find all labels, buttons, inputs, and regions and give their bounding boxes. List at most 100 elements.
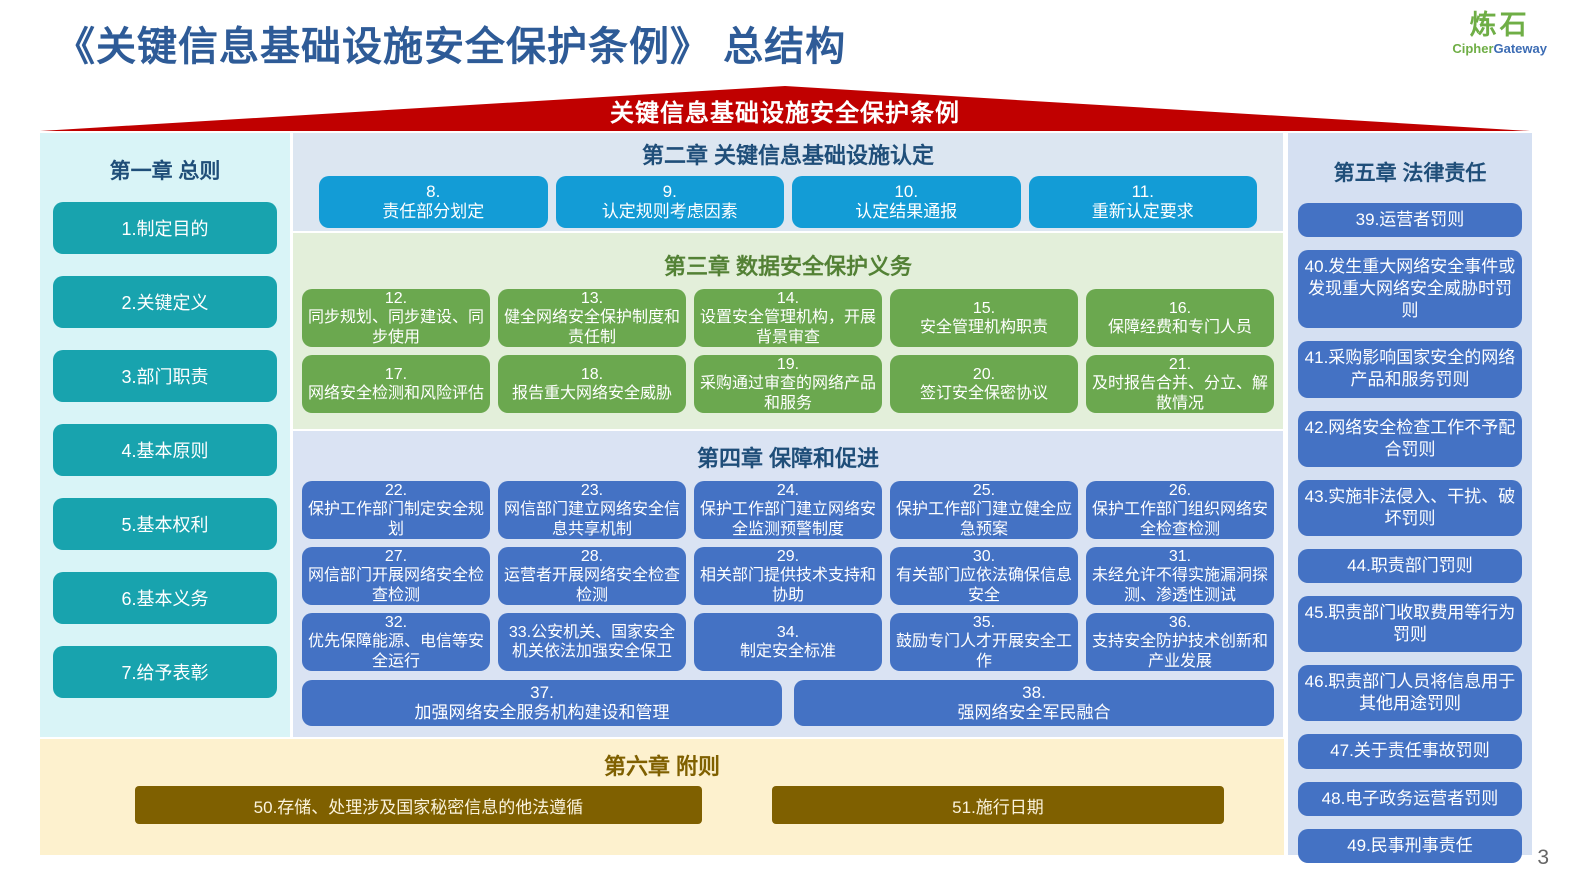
article-number: 24. xyxy=(776,482,800,500)
article-number: 21. xyxy=(1168,356,1192,374)
article-42-box: 42.网络安全检查工作不予配合罚则 xyxy=(1298,410,1522,467)
article-text: 33.公安机关、国家安全机关依法加强安全保卫 xyxy=(508,623,676,660)
article-number: 17. xyxy=(384,365,408,383)
article-number: 19. xyxy=(776,356,800,374)
article-text: 网信部门建立网络安全信息共享机制 xyxy=(503,501,680,538)
article-text: 有关部门应依法确保信息安全 xyxy=(895,567,1072,604)
article-1-box: 1.制定目的 xyxy=(53,202,277,254)
article-47-box: 47.关于责任事故罚则 xyxy=(1298,734,1522,769)
article-16-box: 16.保障经费和专门人员 xyxy=(1086,289,1274,347)
article-text: 健全网络安全保护制度和责任制 xyxy=(503,309,680,346)
article-number: 35. xyxy=(972,614,996,632)
chapter1-title: 第一章 总则 xyxy=(109,160,221,183)
article-44-box: 44.职责部门罚则 xyxy=(1298,548,1522,584)
article-number: 37. xyxy=(530,682,554,702)
article-18-box: 18.报告重大网络安全威胁 xyxy=(498,355,686,413)
article-41-box: 41.采购影响国家安全的网络产品和服务罚则 xyxy=(1298,341,1522,398)
article-26-box: 26.保护工作部门组织网络安全检查检测 xyxy=(1086,481,1274,539)
article-14-box: 14.设置安全管理机构，开展背景审查 xyxy=(694,289,882,347)
article-text: 设置安全管理机构，开展背景审查 xyxy=(699,309,876,346)
article-number: 26. xyxy=(1168,482,1192,500)
article-51-box: 51.施行日期 xyxy=(772,786,1224,824)
chapter3-section: 第三章 数据安全保护义务 12.同步规划、同步建设、同步使用 13.健全网络安全… xyxy=(293,233,1283,429)
article-11-box: 11.重新认定要求 xyxy=(1028,176,1257,228)
regulation-roof-banner: 关键信息基础设施安全保护条例 xyxy=(40,86,1530,131)
chapter2-row: 8.责任部分划定 9.认定规则考虑因素 10.认定结果通报 11.重新认定要求 xyxy=(293,176,1283,228)
article-text: 未经允许不得实施漏洞探测、渗透性测试 xyxy=(1091,567,1268,604)
article-text: 安全管理机构职责 xyxy=(919,319,1048,336)
chapter4-row-2: 27.网信部门开展网络安全检查检测 28.运营者开展网络安全检查检测 29.相关… xyxy=(293,547,1283,605)
article-text: 保护工作部门组织网络安全检查检测 xyxy=(1091,501,1268,538)
article-number: 15. xyxy=(972,299,996,317)
page-title: 《关键信息基础设施安全保护条例》 总结构 xyxy=(55,25,847,69)
article-number: 14. xyxy=(776,290,800,308)
logo-cipher-text: Cipher xyxy=(1452,41,1494,56)
article-49-box: 49.民事刑事责任 xyxy=(1298,828,1522,863)
article-10-box: 10.认定结果通报 xyxy=(792,176,1021,228)
chapter3-title: 第三章 数据安全保护义务 xyxy=(663,254,913,279)
article-number: 11. xyxy=(1131,181,1154,201)
article-text: 优先保障能源、电信等安全运行 xyxy=(307,633,484,670)
article-number: 22. xyxy=(384,482,408,500)
article-20-box: 20.签订安全保密协议 xyxy=(890,355,1078,413)
article-43-box: 43.实施非法侵入、干扰、破坏罚则 xyxy=(1298,479,1522,536)
article-40-box: 40.发生重大网络安全事件或发现重大网络安全威胁时罚则 xyxy=(1298,250,1522,329)
chapter3-row-1: 12.同步规划、同步建设、同步使用 13.健全网络安全保护制度和责任制 14.设… xyxy=(293,289,1283,347)
article-text: 相关部门提供技术支持和协助 xyxy=(699,567,876,604)
article-number: 38. xyxy=(1022,682,1046,702)
article-25-box: 25.保护工作部门建立健全应急预案 xyxy=(890,481,1078,539)
article-number: 31. xyxy=(1168,548,1192,566)
article-46-box: 46.职责部门人员将信息用于其他用途罚则 xyxy=(1298,665,1522,722)
banner-title: 关键信息基础设施安全保护条例 xyxy=(610,100,960,127)
article-text: 保护工作部门建立健全应急预案 xyxy=(895,501,1072,538)
chapter4-row-4: 37.加强网络安全服务机构建设和管理 38.强网络安全军民融合 xyxy=(293,680,1283,726)
cipher-gateway-logo: 炼石 CipherGateway xyxy=(1452,12,1547,56)
article-number: 29. xyxy=(776,548,800,566)
article-17-box: 17. 网络安全检测和风险评估 xyxy=(302,355,490,413)
article-36-box: 36.支持安全防护技术创新和产业发展 xyxy=(1086,613,1274,671)
article-text: 认定规则考虑因素 xyxy=(601,202,738,221)
chapter4-row-3: 32.优先保障能源、电信等安全运行 33.公安机关、国家安全机关依法加强安全保卫… xyxy=(293,613,1283,671)
article-30-box: 30.有关部门应依法确保信息安全 xyxy=(890,547,1078,605)
article-45-box: 45.职责部门收取费用等行为罚则 xyxy=(1298,596,1522,653)
article-24-box: 24.保护工作部门建立网络安全监测预警制度 xyxy=(694,481,882,539)
article-2-box: 2.关键定义 xyxy=(53,276,277,328)
article-50-box: 50.存储、处理涉及国家秘密信息的他法遵循 xyxy=(135,786,702,824)
chapter6-title: 第六章 附则 xyxy=(603,754,721,779)
article-33-box: 33.公安机关、国家安全机关依法加强安全保卫 xyxy=(498,613,686,671)
middle-panel: 第二章 关键信息基础设施认定 8.责任部分划定 9.认定规则考虑因素 10.认定… xyxy=(293,133,1283,737)
article-text: 强网络安全军民融合 xyxy=(957,703,1111,722)
article-31-box: 31.未经允许不得实施漏洞探测、渗透性测试 xyxy=(1086,547,1274,605)
article-number: 27. xyxy=(384,548,408,566)
article-number: 30. xyxy=(972,548,996,566)
article-6-box: 6.基本义务 xyxy=(53,572,277,624)
article-number: 34. xyxy=(776,623,800,641)
chapter6-panel: 第六章 附则 50.存储、处理涉及国家秘密信息的他法遵循 51.施行日期 xyxy=(40,739,1284,855)
article-text: 保护工作部门建立网络安全监测预警制度 xyxy=(699,501,876,538)
article-29-box: 29.相关部门提供技术支持和协助 xyxy=(694,547,882,605)
logo-gateway-text: Gateway xyxy=(1493,41,1547,56)
article-text: 同步规划、同步建设、同步使用 xyxy=(307,309,484,346)
article-number: 25. xyxy=(972,482,996,500)
article-text: 报告重大网络安全威胁 xyxy=(511,385,672,402)
article-number: 20. xyxy=(972,365,996,383)
article-7-box: 7.给予表彰 xyxy=(53,646,277,698)
article-text: 网信部门开展网络安全检查检测 xyxy=(307,567,484,604)
article-text: 运营者开展网络安全检查检测 xyxy=(503,567,680,604)
page-number: 3 xyxy=(1537,846,1549,869)
chapter2-title: 第二章 关键信息基础设施认定 xyxy=(641,143,935,168)
article-9-box: 9.认定规则考虑因素 xyxy=(555,176,784,228)
article-22-box: 22.保护工作部门制定安全规划 xyxy=(302,481,490,539)
article-number: 13. xyxy=(580,290,604,308)
article-text: 鼓励专门人才开展安全工作 xyxy=(895,633,1072,670)
article-5-box: 5.基本权利 xyxy=(53,498,277,550)
article-8-box: 8.责任部分划定 xyxy=(319,176,548,228)
article-23-box: 23.网信部门建立网络安全信息共享机制 xyxy=(498,481,686,539)
article-text: 制定安全标准 xyxy=(739,643,836,660)
article-number: 9. xyxy=(662,181,677,201)
article-text: 采购通过审查的网络产品和服务 xyxy=(699,375,876,412)
article-32-box: 32.优先保障能源、电信等安全运行 xyxy=(302,613,490,671)
article-text: 网络安全检测和风险评估 xyxy=(307,385,484,402)
article-12-box: 12.同步规划、同步建设、同步使用 xyxy=(302,289,490,347)
article-text: 责任部分划定 xyxy=(382,202,485,221)
